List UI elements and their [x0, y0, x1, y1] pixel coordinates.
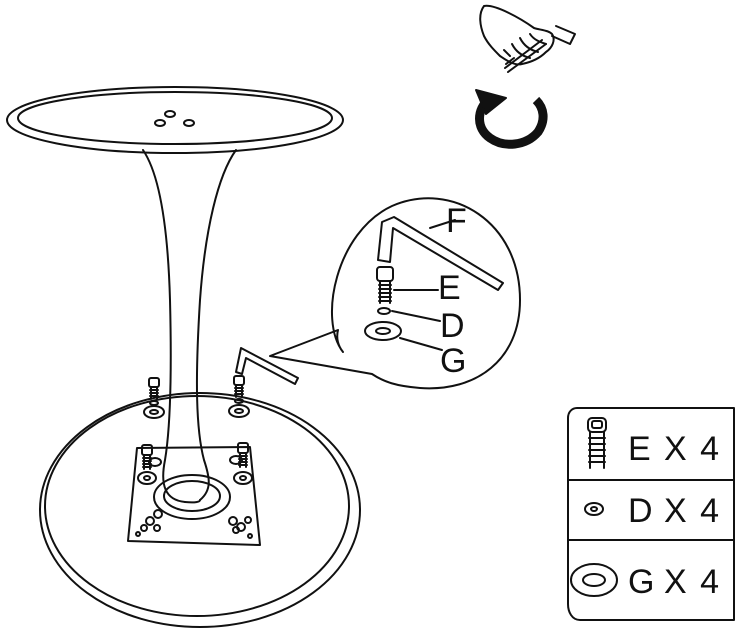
parts-list-box	[567, 407, 735, 621]
parts-letter-e: E	[628, 430, 653, 468]
parts-letter-d: D	[628, 492, 655, 530]
hand-with-allen-key-icon	[479, 4, 576, 73]
mounting-plate	[127, 446, 261, 546]
bolt-icon	[587, 417, 607, 469]
spring-washer-icon	[584, 502, 604, 516]
table-stem	[142, 149, 237, 504]
detail-callout	[269, 197, 521, 390]
callout-label-e: E	[438, 269, 461, 307]
floating-bolts	[143, 375, 250, 419]
callout-label-f: F	[446, 202, 467, 240]
callout-label-g: G	[440, 342, 466, 380]
allen-key-small	[235, 347, 299, 385]
parts-letter-g: G	[628, 563, 656, 601]
parts-qty-g: X 4	[664, 563, 721, 601]
flat-washer-icon	[570, 563, 618, 597]
callout-label-d: D	[440, 307, 465, 345]
installed-bolts	[141, 442, 249, 470]
table-top	[6, 86, 344, 154]
parts-qty-e: X 4	[664, 430, 721, 468]
parts-qty-d: X 4	[664, 492, 721, 530]
clockwise-rotation-arrow-icon	[475, 89, 548, 149]
